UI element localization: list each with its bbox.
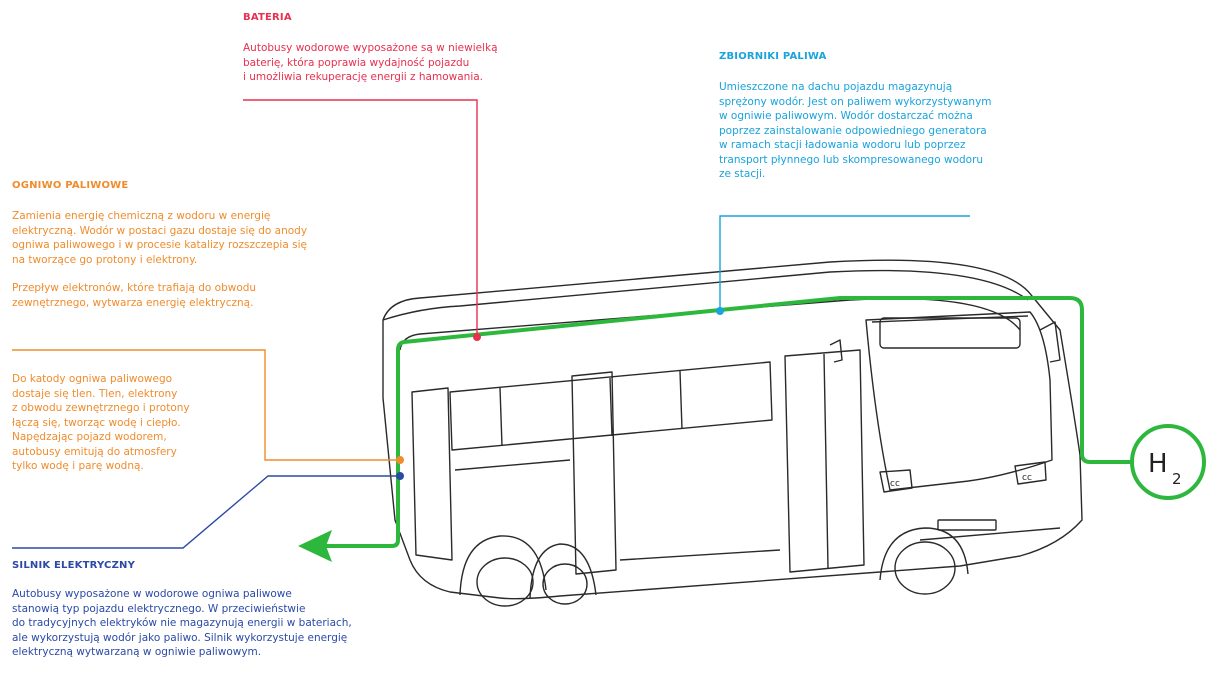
ogniwo-title: OGNIWO PALIWOWE xyxy=(12,180,129,191)
bateria-block: BATERIA Autobusy wodorowe wyposażone są … xyxy=(243,12,583,85)
ogniwo-connector xyxy=(12,349,400,461)
ogniwo-block-lower: Do katody ogniwa paliwowego dostaje się … xyxy=(12,372,272,474)
ogniwo-text-3: Do katody ogniwa paliwowego dostaje się … xyxy=(12,373,190,472)
h2-circle xyxy=(1130,424,1206,500)
hydrogen-flow-line xyxy=(318,296,1134,548)
ogniwo-text-2: Przepływ elektronów, które trafiają do o… xyxy=(12,282,257,309)
bateria-dot xyxy=(473,333,481,341)
zbiorniki-text: Umieszczone na dachu pojazdu magazynują … xyxy=(719,81,992,180)
ogniwo-block: OGNIWO PALIWOWE Zamienia energię chemicz… xyxy=(12,180,412,310)
h2-subscript: 2 xyxy=(1172,470,1182,488)
svg-text:cc: cc xyxy=(1022,473,1032,483)
svg-text:cc: cc xyxy=(890,479,900,489)
silnik-connector xyxy=(12,475,400,549)
direction-arrow-icon xyxy=(298,530,332,562)
ogniwo-dot xyxy=(396,456,404,464)
bateria-title: BATERIA xyxy=(243,12,292,23)
ogniwo-text-1: Zamienia energię chemiczną z wodoru w en… xyxy=(12,210,308,266)
zbiorniki-block: ZBIORNIKI PALIWA Umieszczone na dachu po… xyxy=(719,51,1119,182)
silnik-block: SILNIK ELEKTRYCZNY Autobusy wyposażone w… xyxy=(12,560,492,660)
bus-illustration: cc cc xyxy=(382,259,1083,607)
bateria-text: Autobusy wodorowe wyposażone są w niewie… xyxy=(243,42,498,83)
silnik-dot xyxy=(396,472,404,480)
h2-symbol: H xyxy=(1148,449,1168,479)
zbiorniki-connector xyxy=(719,215,970,311)
zbiorniki-title: ZBIORNIKI PALIWA xyxy=(719,51,827,62)
silnik-text: Autobusy wyposażone w wodorowe ogniwa pa… xyxy=(12,588,352,658)
bateria-connector xyxy=(243,99,478,337)
zbiorniki-dot xyxy=(716,307,724,315)
silnik-title: SILNIK ELEKTRYCZNY xyxy=(12,560,136,571)
